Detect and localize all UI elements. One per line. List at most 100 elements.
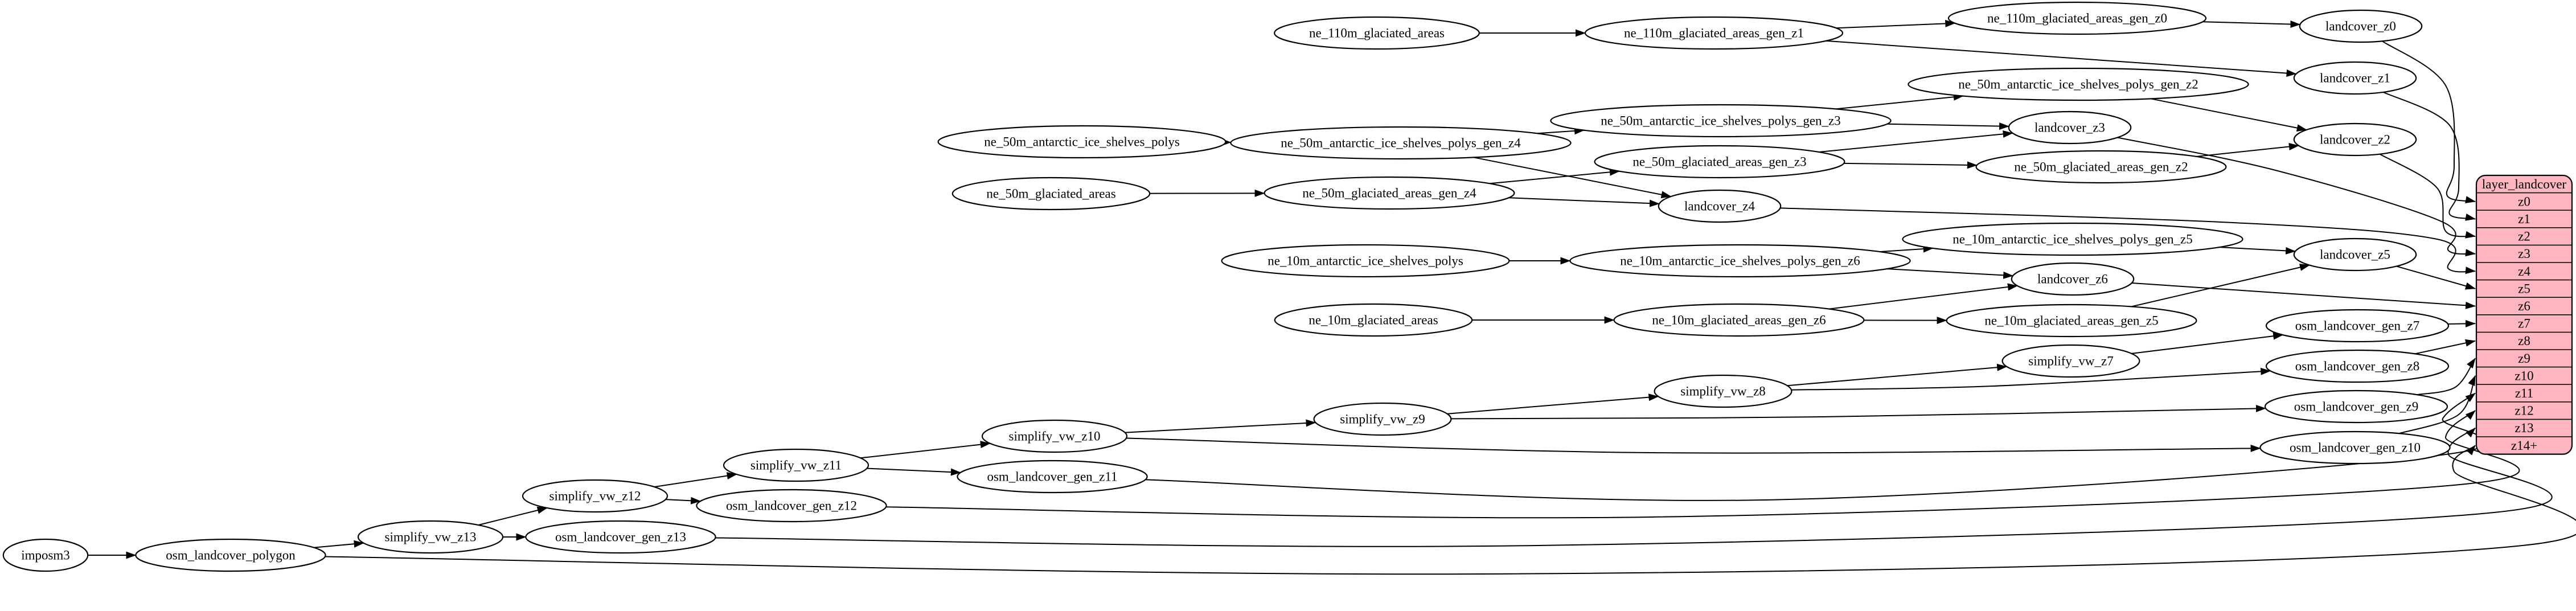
- node-label-ne_10m_glaciated_areas_gen_z6: ne_10m_glaciated_areas_gen_z6: [1652, 313, 1826, 327]
- edge-landcover_z4-to-layer-row-z4: [1780, 207, 2476, 274]
- node-label-imposm3: imposm3: [21, 548, 70, 563]
- node-ellipse-ne_50m_glaciated_areas_gen_z3: [1594, 145, 1845, 179]
- node-ellipse-ne_10m_glaciated_areas: [1274, 303, 1473, 337]
- node-ellipse-simplify_vw_z7: [2001, 344, 2140, 378]
- layer-row-label-z2: z2: [2518, 229, 2530, 244]
- node-ellipse-osm_landcover_gen_z11: [957, 460, 1148, 494]
- node-osm_landcover_gen_z9: osm_landcover_gen_z9: [2264, 389, 2448, 424]
- node-ellipse-simplify_vw_z11: [723, 448, 869, 482]
- node-ne_50m_glaciated_areas_gen_z4: ne_50m_glaciated_areas_gen_z4: [1264, 176, 1515, 210]
- node-ellipse-simplify_vw_z13: [357, 520, 504, 554]
- node-ellipse-landcover_z4: [1658, 189, 1782, 223]
- edge-ne_50m_antarctic_ice_shelves_polys_gen_z2-to-landcover_z2: [2150, 98, 2307, 132]
- node-ne_110m_glaciated_areas: ne_110m_glaciated_areas: [1274, 16, 1480, 50]
- node-label-ne_50m_glaciated_areas_gen_z3: ne_50m_glaciated_areas_gen_z3: [1632, 155, 1806, 169]
- layer-row-label-z13: z13: [2515, 421, 2533, 435]
- node-ellipse-landcover_z1: [2293, 61, 2417, 95]
- edge-ne_50m_glaciated_areas_gen_z2-to-landcover_z2: [2196, 143, 2299, 157]
- node-simplify_vw_z10: simplify_vw_z10: [981, 419, 1128, 453]
- edge-ne_110m_glaciated_areas_gen_z0-to-landcover_z0: [2202, 20, 2301, 28]
- layer-row-label-z7: z7: [2518, 317, 2530, 331]
- edge-osm_landcover_polygon-to-layer-row-z14+: [325, 445, 2576, 575]
- node-simplify_vw_z8: simplify_vw_z8: [1654, 374, 1792, 408]
- node-ellipse-osm_landcover_gen_z10: [2259, 430, 2451, 465]
- node-landcover_z6: landcover_z6: [2011, 262, 2135, 296]
- layer-row-label-z9: z9: [2518, 351, 2530, 366]
- node-ellipse-simplify_vw_z10: [981, 419, 1128, 453]
- node-label-ne_10m_glaciated_areas: ne_10m_glaciated_areas: [1308, 313, 1438, 327]
- edge-simplify_vw_z8-to-osm_landcover_gen_z8: [1791, 367, 2271, 391]
- node-label-landcover_z5: landcover_z5: [2320, 248, 2390, 262]
- edge-ne_50m_glaciated_areas_gen_z3-to-landcover_z3: [1819, 130, 2013, 153]
- node-ellipse-ne_10m_antarctic_ice_shelves_polys: [1221, 244, 1510, 278]
- edge-simplify_vw_z9-to-simplify_vw_z8: [1447, 393, 1659, 415]
- node-landcover_z0: landcover_z0: [2299, 9, 2423, 43]
- node-simplify_vw_z12: simplify_vw_z12: [522, 479, 668, 513]
- edge-ne_50m_glaciated_areas_gen_z3-to-ne_50m_glaciated_areas_gen_z2: [1844, 161, 1978, 169]
- node-label-ne_50m_antarctic_ice_shelves_polys: ne_50m_antarctic_ice_shelves_polys: [984, 135, 1180, 149]
- node-label-simplify_vw_z8: simplify_vw_z8: [1680, 384, 1766, 399]
- edge-ne_50m_antarctic_ice_shelves_polys_gen_z4-to-ne_50m_antarctic_ice_shelves_polys_gen_z3: [1537, 127, 1585, 135]
- node-label-simplify_vw_z10: simplify_vw_z10: [1009, 429, 1101, 444]
- node-ellipse-ne_110m_glaciated_areas_gen_z1: [1584, 16, 1844, 50]
- node-imposm3: imposm3: [2, 538, 89, 572]
- node-ne_50m_glaciated_areas_gen_z3: ne_50m_glaciated_areas_gen_z3: [1594, 145, 1845, 179]
- node-osm_landcover_gen_z10: osm_landcover_gen_z10: [2259, 430, 2451, 465]
- node-ellipse-ne_50m_antarctic_ice_shelves_polys_gen_z2: [1908, 67, 2249, 101]
- edge-osm_landcover_gen_z10-to-layer-row-z10: [2399, 375, 2476, 434]
- node-osm_landcover_gen_z11: osm_landcover_gen_z11: [957, 460, 1148, 494]
- edge-ne_50m_antarctic_ice_shelves_polys_gen_z3-to-landcover_z3: [1887, 122, 2010, 130]
- node-label-osm_landcover_gen_z9: osm_landcover_gen_z9: [2294, 400, 2418, 414]
- node-label-simplify_vw_z12: simplify_vw_z12: [549, 489, 641, 503]
- edge-simplify_vw_z11-to-simplify_vw_z10: [860, 441, 991, 459]
- node-layer: imposm3 osm_landcover_polygon simplify_vw_…: [2, 1, 2451, 572]
- edge-ne_110m_glaciated_areas_gen_z1-to-landcover_z1: [1826, 40, 2297, 77]
- edge-ne_50m_antarctic_ice_shelves_polys_gen_z3-to-ne_50m_antarctic_ice_shelves_polys_gen_z2: [1836, 93, 1964, 110]
- node-ellipse-ne_110m_glaciated_areas_gen_z0: [1947, 1, 2207, 35]
- node-ne_50m_glaciated_areas_gen_z2: ne_50m_glaciated_areas_gen_z2: [1975, 150, 2227, 184]
- edge-layer: [88, 19, 2576, 575]
- node-ellipse-landcover_z2: [2293, 122, 2417, 157]
- layer-row-label-z8: z8: [2518, 334, 2530, 348]
- node-ellipse-ne_10m_glaciated_areas_gen_z6: [1613, 303, 1865, 337]
- layer-landcover-table: layer_landcoverz0z1z2z3z4z5z6z7z8z9z10z1…: [2475, 174, 2573, 455]
- layer-row-label-z3: z3: [2518, 247, 2530, 261]
- node-label-ne_10m_antarctic_ice_shelves_polys: ne_10m_antarctic_ice_shelves_polys: [1268, 254, 1463, 268]
- layer-landcover-title: layer_landcover: [2482, 177, 2566, 191]
- node-landcover_z5: landcover_z5: [2293, 237, 2417, 272]
- node-ne_50m_antarctic_ice_shelves_polys_gen_z2: ne_50m_antarctic_ice_shelves_polys_gen_z…: [1908, 67, 2249, 101]
- layer-row-label-z11: z11: [2515, 386, 2533, 400]
- node-ne_110m_glaciated_areas_gen_z0: ne_110m_glaciated_areas_gen_z0: [1947, 1, 2207, 35]
- node-ellipse-osm_landcover_gen_z12: [696, 489, 887, 523]
- node-ne_50m_antarctic_ice_shelves_polys_gen_z3: ne_50m_antarctic_ice_shelves_polys_gen_z…: [1550, 104, 1892, 138]
- node-osm_landcover_polygon: osm_landcover_polygon: [135, 538, 326, 572]
- edge-osm_landcover_gen_z11-to-layer-row-z11: [1145, 392, 2488, 501]
- node-label-ne_50m_antarctic_ice_shelves_polys_gen_z3: ne_50m_antarctic_ice_shelves_polys_gen_z…: [1601, 114, 1841, 128]
- edge-simplify_vw_z12-to-osm_landcover_gen_z12: [665, 497, 702, 505]
- edge-ne_10m_glaciated_areas_gen_z6-to-landcover_z6: [1828, 283, 2018, 310]
- node-ellipse-imposm3: [2, 538, 89, 572]
- edge-landcover_z3-to-layer-row-z3: [2117, 137, 2476, 257]
- node-osm_landcover_gen_z13: osm_landcover_gen_z13: [525, 520, 716, 554]
- node-label-ne_50m_glaciated_areas_gen_z2: ne_50m_glaciated_areas_gen_z2: [2014, 160, 2188, 174]
- node-simplify_vw_z11: simplify_vw_z11: [723, 448, 869, 482]
- node-label-osm_landcover_gen_z12: osm_landcover_gen_z12: [726, 499, 857, 513]
- edge-landcover_z1-to-layer-row-z1: [2383, 91, 2476, 221]
- edge-ne_50m_glaciated_areas_gen_z4-to-landcover_z4: [1508, 197, 1660, 207]
- node-label-ne_10m_antarctic_ice_shelves_polys_gen_z6: ne_10m_antarctic_ice_shelves_polys_gen_z…: [1620, 254, 1860, 268]
- node-label-landcover_z0: landcover_z0: [2325, 19, 2396, 34]
- node-label-landcover_z6: landcover_z6: [2037, 272, 2108, 286]
- node-ellipse-osm_landcover_polygon: [135, 538, 326, 572]
- node-ellipse-ne_50m_antarctic_ice_shelves_polys: [937, 125, 1227, 159]
- edge-simplify_vw_z7-to-osm_landcover_gen_z7: [2131, 332, 2284, 354]
- node-ne_10m_glaciated_areas: ne_10m_glaciated_areas: [1274, 303, 1473, 337]
- node-label-simplify_vw_z11: simplify_vw_z11: [750, 458, 842, 473]
- node-label-ne_50m_glaciated_areas_gen_z4: ne_50m_glaciated_areas_gen_z4: [1302, 186, 1476, 200]
- node-label-simplify_vw_z7: simplify_vw_z7: [2028, 354, 2114, 368]
- node-ne_10m_glaciated_areas_gen_z5: ne_10m_glaciated_areas_gen_z5: [1946, 304, 2197, 338]
- node-ellipse-simplify_vw_z12: [522, 479, 668, 513]
- node-osm_landcover_gen_z8: osm_landcover_gen_z8: [2265, 349, 2450, 383]
- edge-simplify_vw_z10-to-osm_landcover_gen_z10: [1126, 437, 2261, 454]
- node-ne_50m_antarctic_ice_shelves_polys_gen_z4: ne_50m_antarctic_ice_shelves_polys_gen_z…: [1230, 126, 1572, 160]
- layer-row-label-z6: z6: [2518, 299, 2530, 313]
